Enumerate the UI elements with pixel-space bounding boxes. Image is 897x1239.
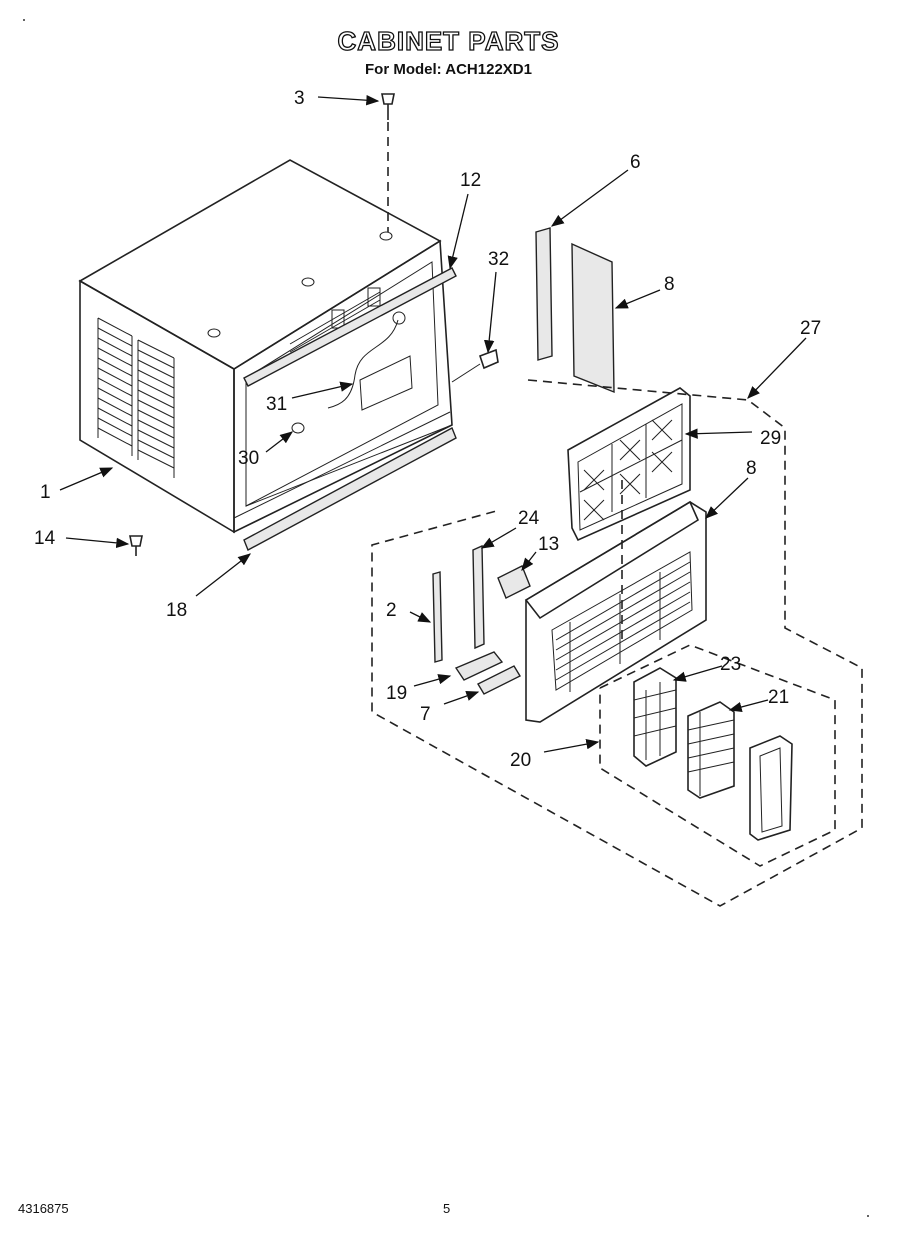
callout-12: 12 [460, 170, 481, 191]
part-2-foam-strip [432, 571, 443, 663]
callout-13: 13 [538, 534, 559, 555]
callout-2: 2 [386, 600, 397, 621]
part-27-front-assembly-outline [371, 379, 863, 907]
part-29-air-filter [567, 387, 691, 542]
callout-14: 14 [34, 528, 56, 549]
part-14-screw [129, 535, 143, 556]
part-12-top-seal-strip [243, 267, 457, 387]
callout-30: 30 [238, 448, 259, 469]
part-9-foam-pad [571, 242, 615, 394]
part-20-louver-kit-outline [599, 644, 836, 867]
page-title: CABINET PARTS [337, 25, 560, 56]
callout-31: 31 [266, 394, 287, 415]
callout-19: 19 [386, 683, 407, 704]
part-7-foam-block [477, 665, 521, 695]
cabinet-shell [78, 159, 453, 534]
part-23-louver [687, 701, 735, 799]
part-24-louver [633, 667, 677, 767]
part-19-foam-block [454, 651, 504, 681]
part-18-bottom-seal-strip [243, 427, 457, 551]
callout-18: 18 [166, 600, 187, 621]
document-number: 4316875 [18, 1201, 69, 1216]
callout-8-label: 8 [746, 458, 757, 479]
callout-21: 24 [518, 508, 540, 529]
callout-20: 20 [510, 750, 531, 771]
callout-6: 6 [630, 152, 641, 173]
callout-7: 7 [420, 704, 431, 725]
part-21-foam-strip [472, 544, 485, 650]
louver-end-frame [749, 735, 793, 841]
part-6-foam-strip [535, 227, 553, 361]
part-31-ground-wire [327, 319, 399, 409]
part-3-screw [381, 93, 395, 120]
callout-9: 8 [664, 274, 675, 295]
callout-27: 27 [800, 318, 821, 339]
part-8-front-grille [524, 500, 707, 723]
callout-32: 32 [488, 249, 509, 270]
part-13-foam-pad [497, 565, 531, 599]
callout-24: 23 [720, 654, 741, 675]
callout-23: 21 [768, 687, 789, 708]
model-subtitle: For Model: ACH122XD1 [365, 61, 532, 78]
page-number: 5 [443, 1201, 451, 1216]
part-32-screw [451, 348, 499, 383]
part-30-screw [291, 422, 305, 434]
callout-1: 1 [40, 482, 51, 503]
callout-29: 29 [760, 428, 781, 449]
callout-3: 3 [294, 88, 305, 109]
side-louvers [97, 317, 175, 478]
